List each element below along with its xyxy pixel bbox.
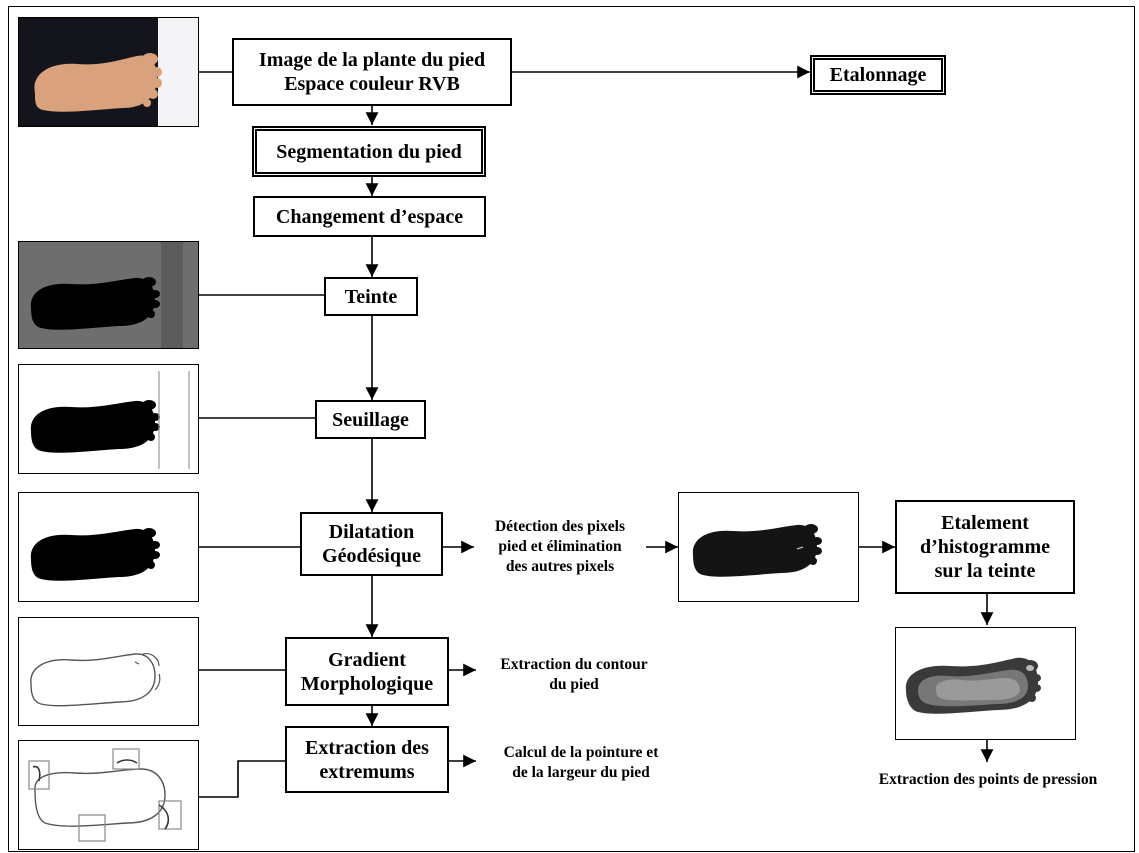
annotation-detection: Détection des pixels pied et élimination… xyxy=(494,518,625,575)
step-etalonnage: Etalonnage xyxy=(810,55,946,95)
step-extremums: Extraction des extremums xyxy=(285,726,449,793)
step-segmentation: Segmentation du pied xyxy=(252,126,486,177)
thumb-detected-foot xyxy=(678,492,859,602)
thumb-extremums xyxy=(18,740,199,850)
thumb-rgb-foot xyxy=(18,17,199,127)
step-gradient: Gradient Morphologique xyxy=(285,637,449,706)
thumb-hue-foot xyxy=(18,241,199,349)
step-dilatation: Dilatation Géodésique xyxy=(300,512,443,576)
step-etalement: Etalement d’histogramme sur la teinte xyxy=(895,500,1075,594)
thumb-gradient-contour xyxy=(18,617,199,726)
annotation-pointure: Calcul de la pointure et de la largeur d… xyxy=(503,744,659,781)
step-seuillage: Seuillage xyxy=(315,400,426,439)
annotation-contour: Extraction du contour du pied xyxy=(500,656,648,693)
thumb-pressure-map xyxy=(895,627,1076,740)
step-image-rvb: Image de la plante du pied Espace couleu… xyxy=(232,38,512,106)
diagram-frame xyxy=(8,6,1135,852)
step-changement: Changement d’espace xyxy=(253,196,486,237)
thumb-dilation-foot xyxy=(18,492,199,602)
link-thumb-extremums xyxy=(199,760,285,798)
annotation-pression: Extraction des points de pression xyxy=(878,771,1098,788)
step-teinte: Teinte xyxy=(324,277,418,316)
thumb-threshold-foot xyxy=(18,364,199,474)
